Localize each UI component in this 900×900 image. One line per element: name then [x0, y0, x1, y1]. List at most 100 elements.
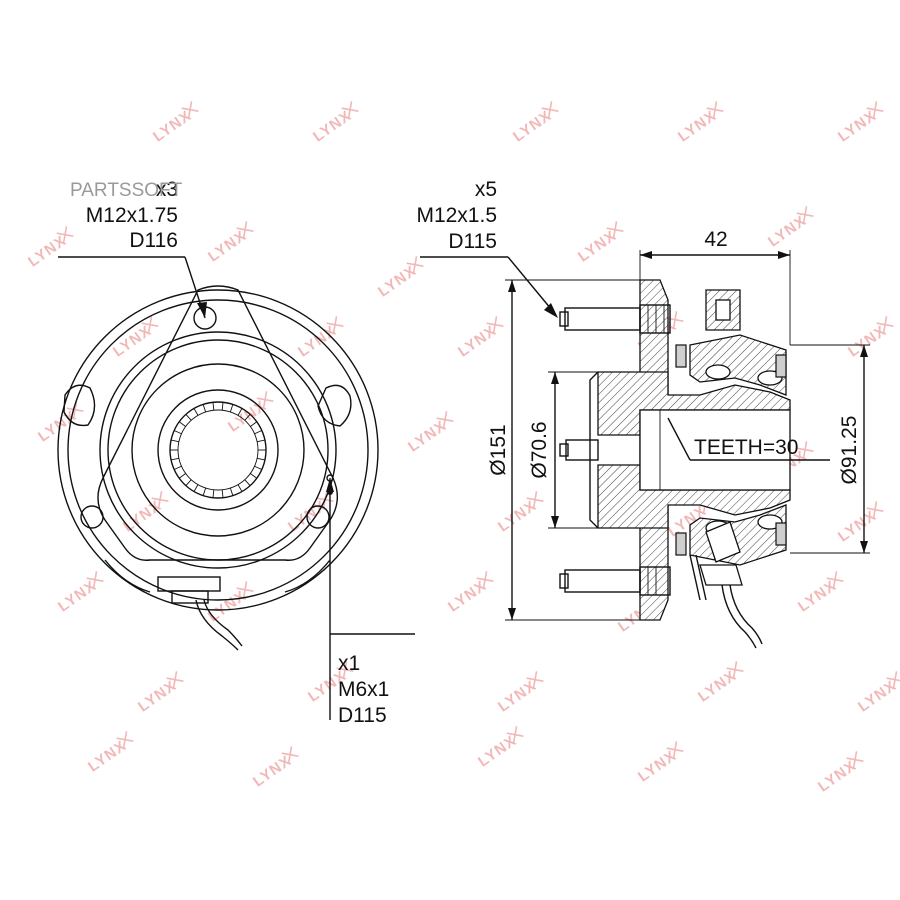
- watermark-x-mark: [886, 671, 900, 689]
- watermark-x-mark: [866, 101, 884, 119]
- watermark-x-mark: [66, 401, 84, 419]
- svg-text:LYNX: LYNX: [475, 732, 520, 770]
- spline-tooth: [212, 489, 215, 498]
- watermark-x-mark: [541, 101, 559, 119]
- abs-sensor: [689, 521, 763, 649]
- svg-text:LYNX: LYNX: [310, 107, 355, 145]
- spline-tooth: [254, 430, 263, 435]
- spline-tooth: [221, 489, 224, 498]
- stud-dia-label: D115: [448, 230, 497, 253]
- svg-text:LYNX: LYNX: [835, 507, 880, 545]
- spline-tooth: [178, 421, 186, 427]
- lynx-watermark: LYNX: [135, 671, 184, 716]
- lynx-watermark: LYNX: [85, 731, 134, 776]
- spline-tooth: [257, 457, 266, 461]
- spline-tooth: [173, 465, 182, 470]
- spline-tooth: [257, 439, 266, 443]
- lynx-watermark: LYNX: [55, 571, 104, 616]
- spline-tooth: [170, 439, 179, 443]
- wheel-stud-middle: [559, 439, 599, 461]
- lynx-watermark: LYNX: [150, 101, 199, 146]
- spline-tooth: [202, 487, 207, 496]
- bolt-thread-label: M12x1.75: [86, 204, 178, 227]
- watermark-x-mark: [166, 671, 184, 689]
- teeth-count-label: TEETH=30: [694, 436, 798, 459]
- lynx-watermark: LYNX: [205, 221, 254, 266]
- watermark-x-mark: [336, 661, 354, 679]
- spline-tooth: [229, 404, 234, 413]
- svg-text:LYNX: LYNX: [225, 397, 270, 435]
- svg-text:LYNX: LYNX: [85, 737, 130, 775]
- lynx-watermark: LYNX: [795, 571, 844, 616]
- width-dimension-label: 42: [704, 228, 727, 251]
- watermark-x-mark: [326, 316, 344, 334]
- watermark-x-mark: [796, 441, 814, 459]
- svg-text:LYNX: LYNX: [815, 757, 860, 795]
- svg-text:LYNX: LYNX: [135, 677, 180, 715]
- svg-text:LYNX: LYNX: [495, 497, 540, 535]
- watermark-x-mark: [86, 571, 104, 589]
- svg-text:LYNX: LYNX: [575, 227, 620, 265]
- svg-text:LYNX: LYNX: [250, 752, 295, 790]
- lynx-watermark: LYNX: [495, 491, 544, 536]
- lynx-watermark: LYNX: [445, 571, 494, 616]
- watermark-x-mark: [436, 411, 454, 429]
- spline-tooth: [185, 479, 192, 486]
- watermark-x-mark: [341, 101, 359, 119]
- watermark-x-mark: [56, 226, 74, 244]
- svg-text:LYNX: LYNX: [455, 322, 500, 360]
- sensor-thread-label: M6x1: [338, 678, 389, 701]
- bolt-dia-label: D116: [129, 229, 178, 252]
- lynx-watermark: LYNX: [695, 661, 744, 706]
- spline-tooth: [237, 484, 243, 492]
- lynx-watermark: LYNX: [405, 411, 454, 456]
- stud-qty-label: x5: [475, 178, 497, 201]
- lynx-watermark: LYNX: [635, 741, 684, 786]
- svg-text:LYNX: LYNX: [795, 577, 840, 615]
- lynx-watermark: LYNX: [475, 726, 524, 771]
- lynx-watermark: LYNX: [835, 101, 884, 146]
- wheel-stud-top: [559, 304, 671, 334]
- spline-tooth: [221, 402, 224, 411]
- hub-section-view: [559, 279, 791, 649]
- wheel-stud-bottom: [559, 566, 671, 596]
- spline-tooth: [185, 414, 192, 421]
- spline-tooth: [212, 402, 215, 411]
- spline-tooth: [237, 408, 243, 416]
- spline-tooth: [250, 473, 258, 479]
- lynx-watermark: LYNX: [855, 671, 900, 716]
- svg-text:LYNX: LYNX: [675, 107, 720, 145]
- lynx-watermark: LYNX: [375, 256, 424, 301]
- svg-text:LYNX: LYNX: [25, 232, 70, 270]
- watermark-x-mark: [826, 571, 844, 589]
- lynx-watermark: LYNX: [835, 501, 884, 546]
- spline-tooth: [254, 465, 263, 470]
- watermark-x-mark: [256, 391, 274, 409]
- watermark-x-mark: [151, 491, 169, 509]
- svg-text:LYNX: LYNX: [495, 677, 540, 715]
- spline-tooth: [244, 414, 251, 421]
- lynx-watermark: LYNX: [455, 316, 504, 361]
- watermark-x-mark: [281, 746, 299, 764]
- hub-face-view: [57, 285, 379, 651]
- watermark-x-mark: [476, 571, 494, 589]
- lynx-watermark: LYNX: [815, 751, 864, 796]
- watermark-x-mark: [141, 316, 159, 334]
- svg-text:LYNX: LYNX: [635, 747, 680, 785]
- partssoft-stamp: PARTSSOFT: [70, 180, 183, 201]
- svg-text:LYNX: LYNX: [375, 262, 420, 300]
- watermark-x-mark: [876, 316, 894, 334]
- watermark-x-mark: [706, 101, 724, 119]
- watermark-x-mark: [666, 741, 684, 759]
- spline-tooth: [244, 479, 251, 486]
- dimension-lines: [420, 250, 870, 621]
- lynx-watermark: LYNX: [205, 581, 254, 626]
- spline-tooth: [170, 457, 179, 461]
- lynx-watermark: LYNX: [310, 101, 359, 146]
- svg-text:LYNX: LYNX: [55, 577, 100, 615]
- spline-tooth: [178, 473, 186, 479]
- watermark-x-mark: [846, 751, 864, 769]
- watermark-x-mark: [726, 661, 744, 679]
